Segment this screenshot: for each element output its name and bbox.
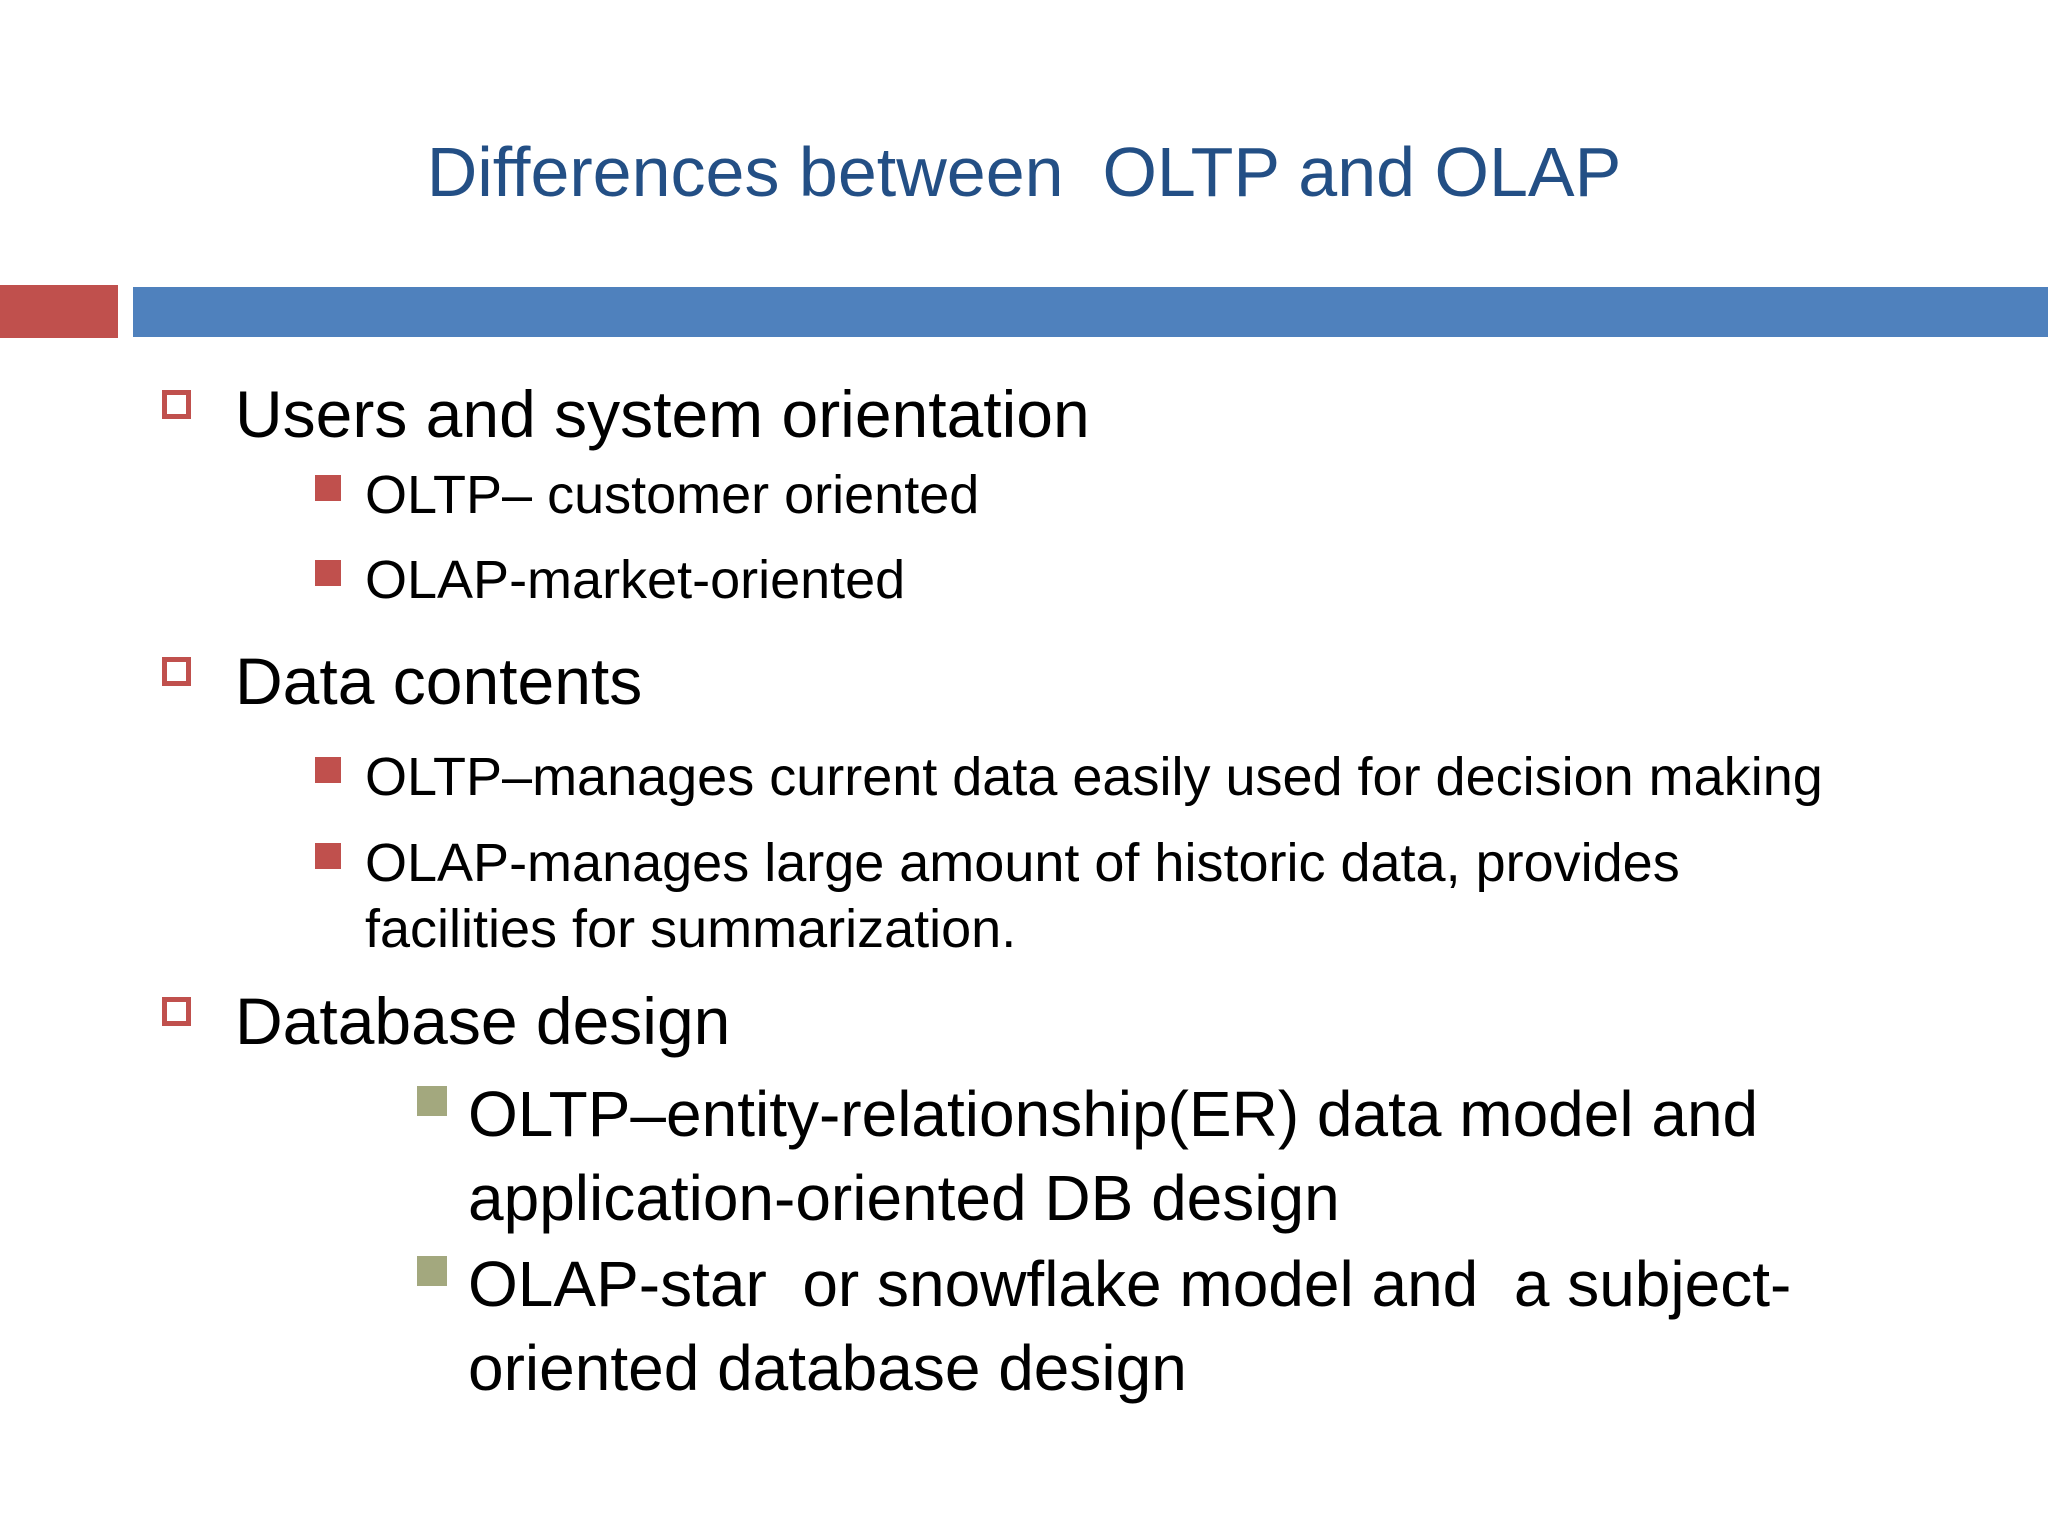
bullet-item-text: OLAP-manages large amount of historic da… [365,833,1680,959]
bullet-item-olap-market: OLAP-market-oriented [0,547,2048,613]
red-square-bullet-icon [315,757,341,783]
hollow-square-bullet-icon [162,657,191,686]
section-heading: Data contents [235,644,643,718]
red-square-bullet-icon [315,475,341,501]
bullet-item-olap-historic-data: OLAP-manages large amount of historic da… [0,830,2048,962]
bullet-item-oltp-er-model: OLTP–entity-relationship(ER) data model … [0,1072,2048,1240]
header-accent-red-block [0,285,118,338]
bullet-item-text: OLTP–entity-relationship(ER) data model … [468,1078,1759,1234]
header-divider-bar [133,287,2048,337]
red-square-bullet-icon [315,843,341,869]
bullet-item-database-design: Database design [0,985,2048,1058]
bullet-item-oltp-customer: OLTP– customer oriented [0,462,2048,528]
bullet-item-oltp-current-data: OLTP–manages current data easily used fo… [0,744,2048,810]
olive-square-bullet-icon [417,1086,447,1116]
section-heading: Database design [235,984,731,1058]
red-square-bullet-icon [315,560,341,586]
bullet-item-text: OLAP-star or snowflake model and a subje… [468,1248,1792,1404]
bullet-item-text: OLTP–manages current data easily used fo… [365,747,1823,807]
olive-square-bullet-icon [417,1256,447,1286]
slide-title: Differences between OLTP and OLAP [426,133,1622,211]
hollow-square-bullet-icon [162,390,191,419]
bullet-item-data-contents: Data contents [0,645,2048,718]
slide-body: Users and system orientation OLTP– custo… [0,378,2048,1410]
hollow-square-bullet-icon [162,997,191,1026]
bullet-item-text: OLAP-market-oriented [365,550,906,610]
bullet-item-users-orientation: Users and system orientation [0,378,2048,451]
bullet-item-olap-star-snowflake: OLAP-star or snowflake model and a subje… [0,1242,2048,1410]
bullet-item-text: OLTP– customer oriented [365,465,980,525]
section-heading: Users and system orientation [235,377,1090,451]
